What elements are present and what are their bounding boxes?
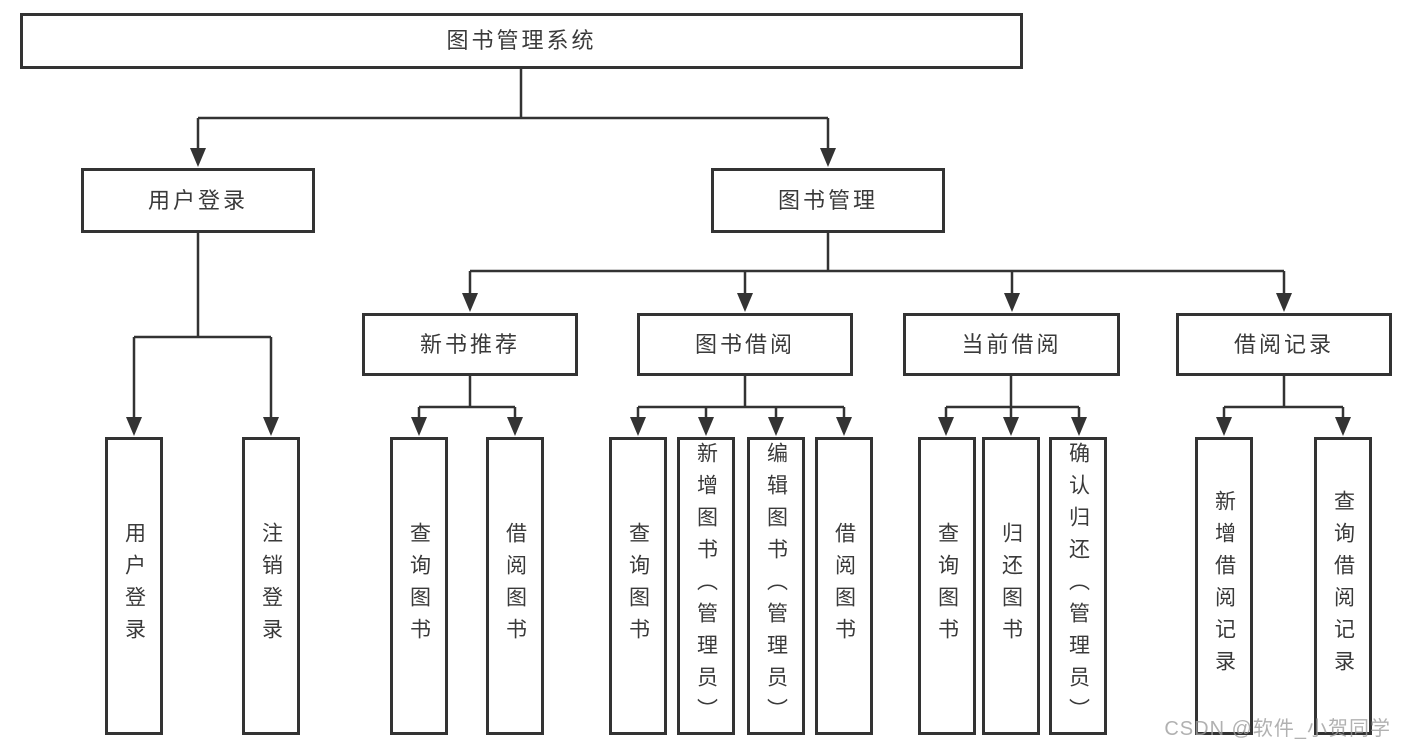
leaf-confirm-return-admin-label: 确认归还（管理员） <box>1066 442 1090 730</box>
arrowhead-icon <box>630 417 646 436</box>
node-borrowing-records: 借阅记录 <box>1176 313 1392 376</box>
leaf-edit-book-admin-label: 编辑图书（管理员） <box>764 442 788 730</box>
leaf-query-books-current-label: 查询图书 <box>935 522 959 650</box>
arrowhead-icon <box>768 417 784 436</box>
node-book-borrowing: 图书借阅 <box>637 313 853 376</box>
arrowhead-icon <box>1216 417 1232 436</box>
leaf-query-books-recommend-label: 查询图书 <box>407 522 431 650</box>
arrowhead-icon <box>1071 417 1087 436</box>
node-library-system: 图书管理系统 <box>20 13 1023 69</box>
leaf-borrow-books-recommend: 借阅图书 <box>486 437 544 735</box>
leaf-borrow-books-label: 借阅图书 <box>832 522 856 650</box>
leaf-query-books-borrow-label: 查询图书 <box>626 522 650 650</box>
arrowhead-icon <box>263 417 279 436</box>
arrowhead-icon <box>1003 417 1019 436</box>
arrowhead-icon <box>126 417 142 436</box>
leaf-query-borrow-record-label: 查询借阅记录 <box>1331 490 1355 682</box>
arrowhead-icon <box>1335 417 1351 436</box>
leaf-add-borrow-record: 新增借阅记录 <box>1195 437 1253 735</box>
leaf-query-books-borrow: 查询图书 <box>609 437 667 735</box>
leaf-logout-label: 注销登录 <box>259 522 283 650</box>
arrowhead-icon <box>507 417 523 436</box>
leaf-query-books-current: 查询图书 <box>918 437 976 735</box>
arrowhead-icon <box>938 417 954 436</box>
connector-path <box>132 69 1345 419</box>
node-book-management: 图书管理 <box>711 168 945 233</box>
leaf-add-book-admin: 新增图书（管理员） <box>677 437 735 735</box>
csdn-watermark: CSDN @软件_小贺同学 <box>1164 718 1391 740</box>
node-user-login: 用户登录 <box>81 168 315 233</box>
arrowhead-icon <box>1276 293 1292 312</box>
arrowhead-icon <box>820 148 836 167</box>
arrowhead-icon <box>190 148 206 167</box>
leaf-return-book: 归还图书 <box>982 437 1040 735</box>
node-current-borrowing: 当前借阅 <box>903 313 1120 376</box>
node-new-book-recommend-label: 新书推荐 <box>419 331 520 357</box>
node-book-management-label: 图书管理 <box>777 187 878 213</box>
leaf-confirm-return-admin: 确认归还（管理员） <box>1049 437 1107 735</box>
leaf-logout: 注销登录 <box>242 437 300 735</box>
arrowhead-icon <box>1004 293 1020 312</box>
leaf-borrow-books-recommend-label: 借阅图书 <box>503 522 527 650</box>
arrowhead-icon <box>462 293 478 312</box>
leaf-query-borrow-record: 查询借阅记录 <box>1314 437 1372 735</box>
arrowhead-icon <box>698 417 714 436</box>
node-library-system-label: 图书管理系统 <box>446 28 597 53</box>
node-current-borrowing-label: 当前借阅 <box>961 331 1062 357</box>
leaf-return-book-label: 归还图书 <box>999 522 1023 650</box>
leaf-user-login: 用户登录 <box>105 437 163 735</box>
arrowhead-icon <box>836 417 852 436</box>
node-borrowing-records-label: 借阅记录 <box>1233 331 1334 357</box>
node-book-borrowing-label: 图书借阅 <box>694 331 795 357</box>
leaf-add-book-admin-label: 新增图书（管理员） <box>694 442 718 730</box>
leaf-query-books-recommend: 查询图书 <box>390 437 448 735</box>
leaf-edit-book-admin: 编辑图书（管理员） <box>747 437 805 735</box>
node-user-login-label: 用户登录 <box>147 187 248 213</box>
arrowhead-icon <box>411 417 427 436</box>
arrowhead-icon <box>737 293 753 312</box>
leaf-borrow-books: 借阅图书 <box>815 437 873 735</box>
leaf-add-borrow-record-label: 新增借阅记录 <box>1212 490 1236 682</box>
leaf-user-login-label: 用户登录 <box>122 522 146 650</box>
node-new-book-recommend: 新书推荐 <box>362 313 578 376</box>
